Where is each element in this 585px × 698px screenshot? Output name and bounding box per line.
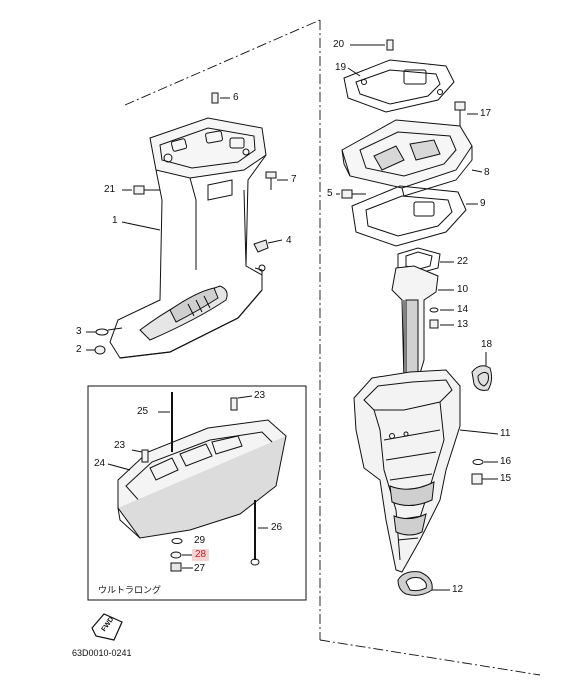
seal-part-18 xyxy=(471,352,493,391)
callout-8: 8 xyxy=(484,167,490,178)
bolt-part-21 xyxy=(122,185,160,195)
callout-9: 9 xyxy=(480,198,486,209)
callout-25: 25 xyxy=(137,406,149,417)
callout-20: 20 xyxy=(333,39,345,50)
callout-27: 27 xyxy=(194,563,206,574)
exhaust-pipe-part-10 xyxy=(391,265,454,383)
callout-23a: 23 xyxy=(254,390,266,401)
muffler-part-11 xyxy=(353,369,499,573)
bolt-part-5 xyxy=(336,189,366,199)
bolt-part-13 xyxy=(429,319,454,329)
seal-part-12 xyxy=(397,571,450,596)
callout-28-highlighted[interactable]: 28 xyxy=(192,549,210,561)
bolt-part-7 xyxy=(265,171,288,190)
dowel-pin-part-20 xyxy=(350,39,394,51)
callout-23b: 23 xyxy=(114,440,126,451)
separator-frame xyxy=(124,19,541,676)
callout-18: 18 xyxy=(481,339,493,350)
callout-19: 19 xyxy=(335,62,347,73)
washer-part-16 xyxy=(472,459,498,465)
washer-part-14 xyxy=(429,307,454,313)
ultra-long-inset-box xyxy=(87,385,307,601)
dowel-pin-part-6 xyxy=(211,92,230,104)
bolt-part-17 xyxy=(454,101,478,126)
callout-6: 6 xyxy=(233,92,239,103)
upper-casing-part-1 xyxy=(109,117,267,359)
callout-3: 3 xyxy=(76,326,82,337)
exhaust-guide-part-8 xyxy=(341,119,483,197)
washer-part-3 xyxy=(86,327,123,336)
callout-16: 16 xyxy=(500,456,512,467)
callout-11: 11 xyxy=(500,428,511,439)
fwd-arrow-icon xyxy=(91,613,123,641)
callout-10: 10 xyxy=(457,284,469,295)
inset-label-ultra-long: ウルトラロング xyxy=(98,586,162,596)
plug-part-4 xyxy=(253,239,283,253)
nut-part-2 xyxy=(86,345,106,355)
callout-2: 2 xyxy=(76,344,82,355)
callout-17: 17 xyxy=(480,108,492,119)
callout-5: 5 xyxy=(327,188,333,199)
gasket-part-9 xyxy=(351,185,478,247)
callout-14: 14 xyxy=(457,304,469,315)
callout-29: 29 xyxy=(194,535,206,546)
callout-24: 24 xyxy=(94,458,106,469)
callout-26: 26 xyxy=(271,522,283,533)
callout-4: 4 xyxy=(286,235,292,246)
callout-22: 22 xyxy=(457,256,469,267)
callout-7: 7 xyxy=(291,174,297,185)
callout-13: 13 xyxy=(457,319,469,330)
bolt-part-15 xyxy=(471,473,498,485)
callout-12: 12 xyxy=(452,584,464,595)
callout-21: 21 xyxy=(104,184,116,195)
diagram-code: 63D0010-0241 xyxy=(72,648,132,658)
gasket-part-19 xyxy=(343,59,455,113)
callout-15: 15 xyxy=(500,473,512,484)
callout-1: 1 xyxy=(112,215,118,226)
